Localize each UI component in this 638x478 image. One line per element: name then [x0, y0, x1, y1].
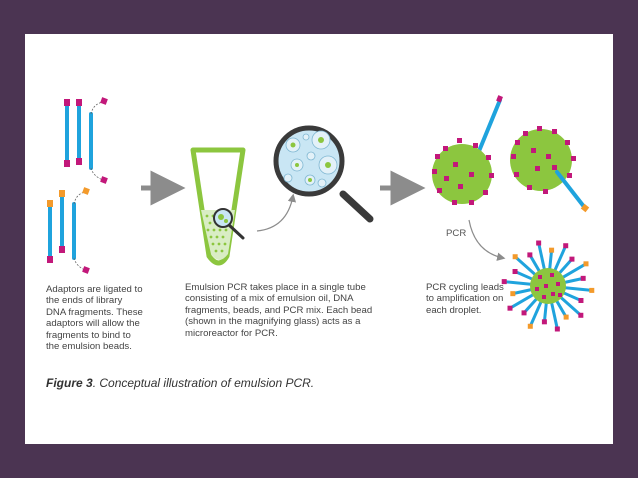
amplified-strand	[509, 292, 535, 310]
strand-adaptor	[512, 254, 518, 260]
strand-adaptor	[536, 240, 542, 246]
strand-adaptor	[541, 319, 547, 325]
strand-adaptor	[578, 297, 584, 303]
magnifying-glass-icon	[273, 125, 374, 223]
strand-adaptor	[501, 279, 507, 285]
amplified-strand	[514, 270, 534, 281]
pcr-label: PCR	[446, 228, 467, 239]
amplified-strand	[563, 286, 592, 292]
adapted-dna-fragments-bottom	[47, 187, 90, 274]
strand-adaptor	[510, 291, 516, 297]
bead-adaptor	[535, 287, 539, 291]
amplified-strand	[514, 255, 538, 277]
strand-adaptor	[580, 275, 586, 281]
bead-adaptor	[556, 282, 560, 286]
strand-adaptor	[578, 312, 584, 318]
amplified-strand	[549, 301, 559, 330]
strand-adaptor	[507, 305, 513, 311]
strand-adaptor	[521, 310, 527, 316]
bead-adaptor	[542, 295, 546, 299]
amplified-bead	[501, 240, 595, 332]
bead-with-adaptors-right	[510, 126, 590, 213]
amplified-strand	[537, 242, 547, 271]
bead-adaptor	[551, 292, 555, 296]
amplified-strand	[563, 276, 584, 285]
bead-adaptor	[558, 293, 562, 297]
amplified-strand	[562, 291, 582, 302]
cycling-caption: PCR cycling leads to amplification on ea…	[426, 282, 504, 316]
amplified-strand	[504, 280, 533, 286]
amplified-strand	[528, 300, 543, 327]
figure-label: Figure 3	[46, 376, 93, 390]
adaptors-caption: Adaptors are ligated to the ends of libr…	[46, 284, 143, 353]
strand-adaptor	[563, 243, 569, 249]
emulsion-pcr-illustration	[47, 95, 595, 332]
amplified-strand	[561, 262, 587, 280]
strand-adaptor	[527, 323, 533, 329]
amplified-strand	[528, 254, 542, 273]
bead-adaptor	[538, 275, 542, 279]
bead-adaptor	[550, 273, 554, 277]
amplified-strand	[548, 250, 554, 271]
zoom-arrow	[256, 193, 297, 232]
strand-adaptor	[569, 256, 575, 262]
strand-adaptor	[554, 326, 560, 332]
strand-adaptor	[527, 252, 533, 258]
emulsion-caption: Emulsion PCR takes place in a single tub…	[185, 282, 373, 339]
slide: Adaptors are ligated to the ends of libr…	[25, 34, 613, 444]
strand-adaptor	[563, 314, 569, 320]
strand-adaptor	[583, 261, 589, 267]
pcr-arrow	[468, 219, 506, 261]
bead-with-adaptors-left	[432, 95, 503, 205]
amplified-strand	[558, 295, 582, 317]
strand-adaptor	[512, 269, 518, 275]
bead-adaptor	[544, 284, 548, 288]
emulsion-tube	[190, 147, 246, 266]
amplified-strand	[542, 301, 548, 322]
strand-adaptor	[549, 247, 555, 253]
strand-adaptor	[589, 287, 595, 293]
figure-caption: Figure 3. Conceptual illustration of emu…	[46, 376, 314, 390]
amplified-strand	[554, 299, 568, 318]
figure-caption-text: . Conceptual illustration of emulsion PC…	[92, 376, 315, 390]
adapted-dna-fragments-top	[64, 97, 108, 184]
amplified-strand	[553, 245, 568, 272]
amplified-strand	[512, 287, 533, 296]
